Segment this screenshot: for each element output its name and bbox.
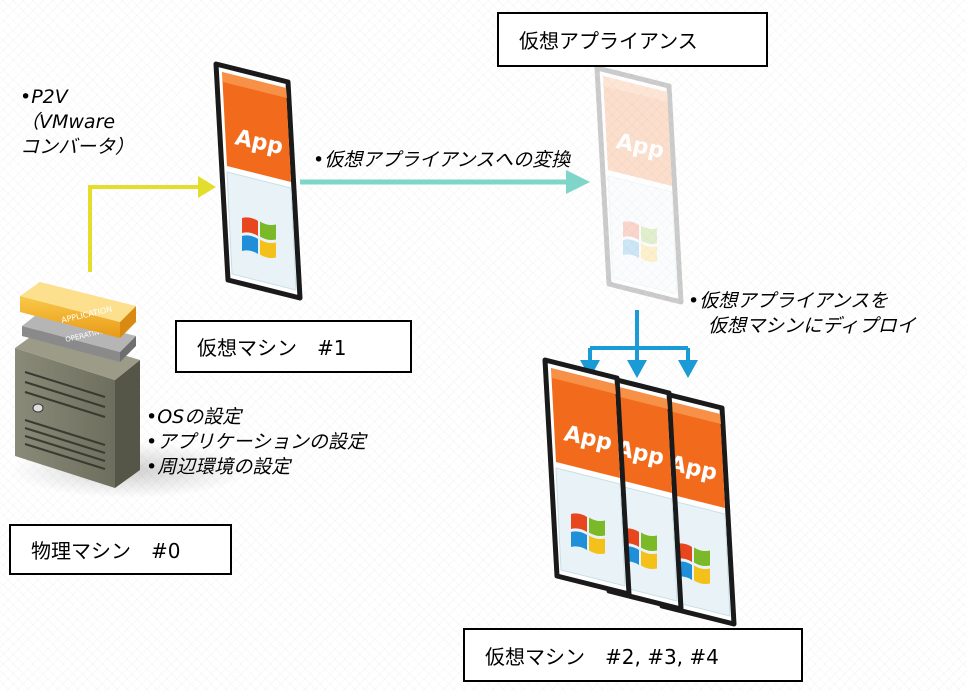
- convert-note-text: 仮想アプライアンスへの変換: [313, 148, 570, 173]
- deploy-note-line-1: 仮想アプライアンスを: [688, 289, 916, 314]
- convert-note: 仮想アプライアンスへの変換: [313, 148, 570, 173]
- p2v-note-line-2: （VMware: [20, 111, 116, 133]
- vm1-label: 仮想マシン #1: [175, 320, 412, 373]
- p2v-note: P2V （VMware コンバータ）: [20, 85, 134, 160]
- deploy-arrows: [588, 310, 690, 362]
- p2v-arrowhead: [198, 176, 216, 198]
- virtual-appliance-card: App: [594, 65, 684, 305]
- settings-note-line-1: OSの設定: [146, 405, 366, 430]
- convert-arrowhead: [566, 170, 590, 194]
- windows-logo-icon: [623, 221, 657, 263]
- virtual-appliance-label: 仮想アプライアンス: [497, 12, 768, 67]
- p2v-note-line-3: コンバータ）: [20, 136, 135, 158]
- settings-note: OSの設定 アプリケーションの設定 周辺環境の設定: [146, 405, 366, 480]
- physical-machine-label: 物理マシン #0: [9, 524, 232, 575]
- settings-note-line-2: アプリケーションの設定: [146, 430, 366, 455]
- vm234-label: 仮想マシン #2, #3, #4: [463, 628, 803, 682]
- deploy-note-line-2: 仮想マシンにディプロイ: [708, 315, 916, 337]
- windows-logo-icon: [242, 217, 276, 259]
- vm-card-2: App: [542, 357, 632, 597]
- p2v-note-line-1: P2V: [20, 85, 134, 110]
- p2v-arrow: [88, 185, 200, 272]
- windows-logo-icon: [571, 513, 605, 555]
- settings-note-line-3: 周辺環境の設定: [146, 455, 366, 480]
- application-layer: [20, 296, 120, 338]
- deploy-note: 仮想アプライアンスを 仮想マシンにディプロイ: [688, 289, 916, 339]
- vm-card-1: App: [213, 61, 303, 301]
- os-layer: [22, 312, 136, 352]
